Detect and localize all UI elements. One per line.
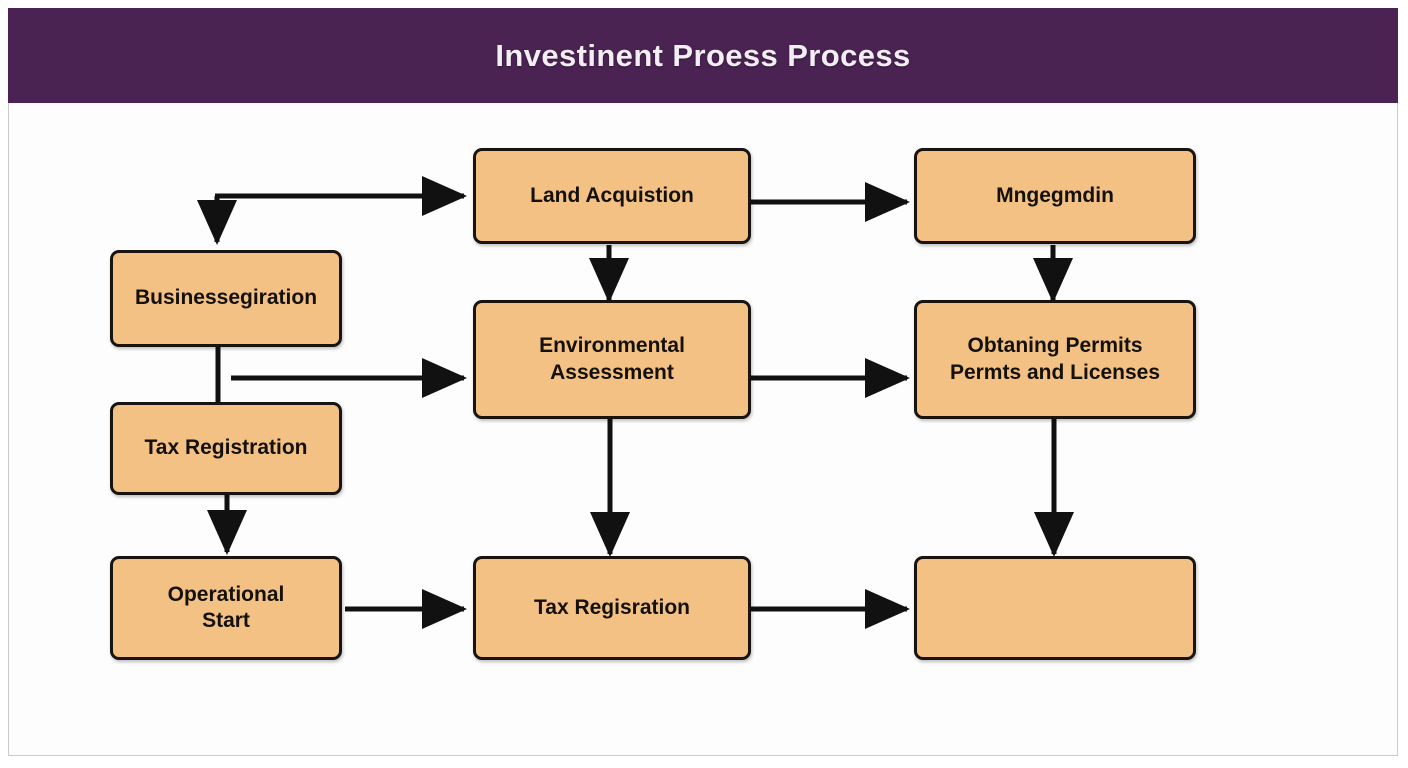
- node-obtaining-permits-label: Obtaning Permits Permts and Licenses: [949, 334, 1161, 384]
- node-tax-registration[interactable]: Tax Registration: [110, 402, 342, 495]
- title-banner: Investinent Proess Process: [8, 8, 1398, 103]
- node-mngegmdin[interactable]: Mngegmdin: [914, 148, 1196, 244]
- node-obtaining-permits[interactable]: Obtaning Permits Permts and Licenses: [914, 300, 1196, 419]
- node-land-acquistion-label: Land Acquistion: [530, 183, 694, 207]
- node-environmental-assessment-label: Environmental Assessment: [539, 334, 685, 384]
- node-mngegmdin-label: Mngegmdin: [996, 183, 1114, 207]
- node-business-registration[interactable]: Businessegiration: [110, 250, 342, 347]
- node-environmental-assessment[interactable]: Environmental Assessment: [473, 300, 751, 419]
- node-operational-start[interactable]: Operational Start: [110, 556, 342, 660]
- node-tax-registration-label: Tax Registration: [144, 436, 308, 460]
- flowchart-area: Land Acquistion Mngegmdin Businessegirat…: [9, 104, 1397, 755]
- node-unlabeled-box[interactable]: [914, 556, 1196, 660]
- node-land-acquistion[interactable]: Land Acquistion: [473, 148, 751, 244]
- node-tax-regisration-label: Tax Regisration: [534, 595, 690, 619]
- node-operational-start-label: Operational Start: [167, 582, 285, 632]
- page-title: Investinent Proess Process: [495, 37, 911, 73]
- node-tax-regisration[interactable]: Tax Regisration: [473, 556, 751, 660]
- node-business-registration-label: Businessegiration: [134, 286, 318, 310]
